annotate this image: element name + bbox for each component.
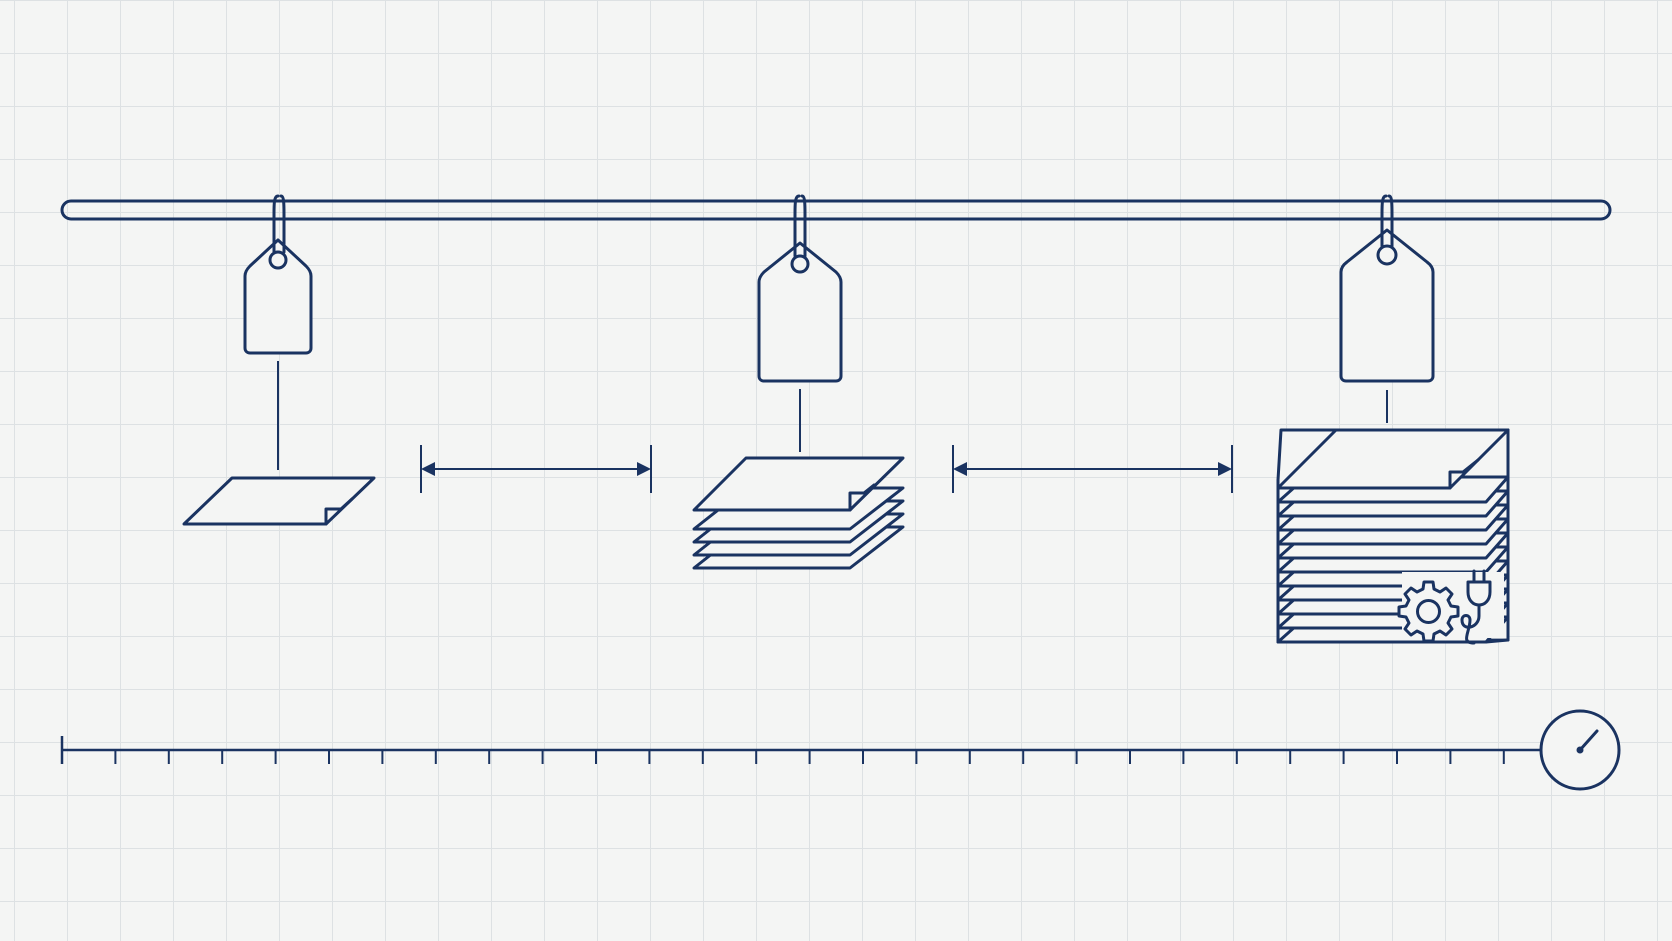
double-arrow-icon	[952, 445, 1233, 493]
hanging-rail	[60, 199, 1612, 221]
stage-1	[182, 194, 376, 526]
plug-icon	[1460, 569, 1492, 645]
document-bundle-icon	[1276, 428, 1510, 645]
stage-2	[692, 194, 905, 570]
stopwatch-icon	[1539, 709, 1621, 791]
price-tag-icon	[1339, 194, 1435, 383]
single-sheet-icon	[182, 476, 376, 526]
gear-icon	[1397, 580, 1460, 643]
timeline-ruler	[60, 736, 1541, 764]
sheet-stack-icon	[692, 456, 905, 570]
stage-3	[1276, 194, 1510, 645]
price-tag-icon	[243, 194, 313, 355]
price-tag-icon	[757, 194, 843, 383]
double-arrow-icon	[420, 445, 652, 493]
